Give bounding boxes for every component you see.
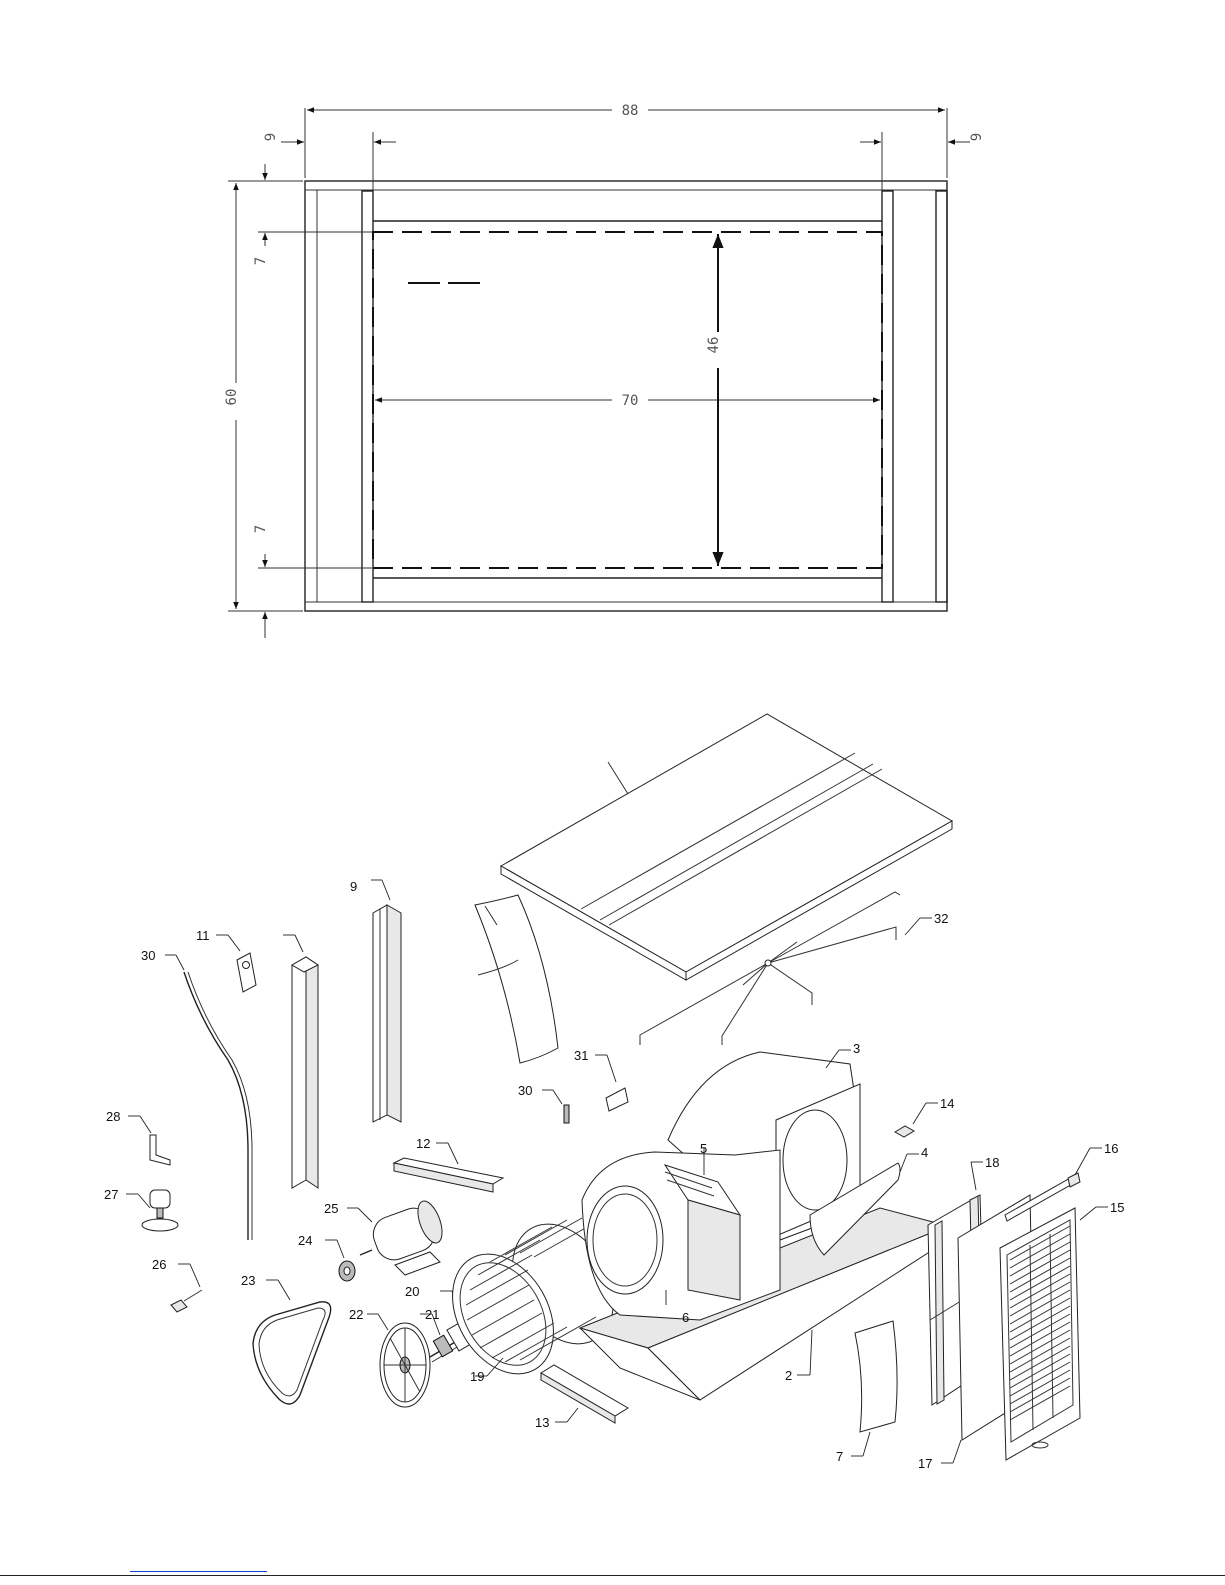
dim-overall-height: 60	[224, 389, 240, 406]
wet-pad-7	[855, 1321, 897, 1432]
blower-housing-front	[582, 1148, 780, 1320]
callout-31: 31	[574, 1048, 588, 1063]
callout-17: 17	[918, 1456, 932, 1471]
motor-pulley-24	[325, 1240, 355, 1281]
callout-30-cord: 30	[141, 948, 155, 963]
callout-32: 32	[934, 911, 948, 926]
post-left	[362, 191, 373, 602]
power-cord-30	[184, 972, 248, 1240]
callout-27: 27	[104, 1187, 118, 1202]
callout-25: 25	[324, 1201, 338, 1216]
motor-25	[347, 1198, 447, 1275]
rail-16	[1005, 1148, 1102, 1221]
plan-view: 88 9 9 60 7 7 70 46	[224, 103, 985, 638]
plate-14	[895, 1126, 914, 1137]
corner-post	[283, 935, 318, 1188]
channel-post-9	[371, 880, 401, 1122]
bracket-bar-12	[394, 1143, 503, 1192]
callout-12: 12	[416, 1136, 430, 1151]
callout-5: 5	[700, 1141, 707, 1156]
callout-14: 14	[940, 1096, 954, 1111]
curved-duct-panel	[475, 895, 558, 1063]
callout-4: 4	[921, 1145, 928, 1160]
dim-overall-width: 88	[622, 103, 639, 119]
dim-top-margin: 7	[253, 257, 269, 265]
callout-24: 24	[298, 1233, 312, 1248]
callout-15: 15	[1110, 1200, 1124, 1215]
callout-22: 22	[349, 1307, 363, 1322]
callout-16: 16	[1104, 1141, 1118, 1156]
louver-grille-15	[1000, 1207, 1108, 1460]
footer-rule	[0, 1575, 1225, 1576]
footer-link-underline[interactable]	[130, 1571, 267, 1572]
callout-26: 26	[152, 1257, 166, 1272]
post-middle-right	[882, 191, 893, 602]
top-cover-panel	[501, 714, 952, 980]
callout-2: 2	[785, 1368, 792, 1383]
callout-7: 7	[836, 1449, 843, 1464]
dim-inner-height: 46	[706, 337, 722, 354]
plate-31	[606, 1088, 628, 1111]
dim-left-offset: 9	[263, 133, 279, 141]
drive-belt-23	[253, 1280, 331, 1404]
callout-28: 28	[106, 1109, 120, 1124]
callout-30-connector: 30	[518, 1083, 532, 1098]
angle-bar-13	[541, 1365, 628, 1423]
callout-9: 9	[350, 879, 357, 894]
exploded-view: 2 3 4 5 6 7 9 11 12 13 14 15 16 17 18 19…	[104, 714, 1124, 1471]
callout-21: 21	[425, 1307, 439, 1322]
bracket-11	[216, 935, 256, 992]
connector-30	[542, 1090, 569, 1123]
callout-23: 23	[241, 1273, 255, 1288]
dim-bottom-margin: 7	[253, 525, 269, 533]
dim-right-offset: 9	[969, 133, 985, 141]
callout-3: 3	[853, 1041, 860, 1056]
callout-13: 13	[535, 1415, 549, 1430]
clip-26	[171, 1264, 202, 1312]
callout-19: 19	[470, 1369, 484, 1384]
callout-18: 18	[985, 1155, 999, 1170]
bracket-28	[128, 1116, 170, 1165]
float-valve-27	[126, 1190, 178, 1231]
callout-6: 6	[682, 1310, 689, 1325]
fan-pulley-22	[367, 1314, 430, 1407]
callout-20: 20	[405, 1284, 419, 1299]
callout-11: 11	[196, 928, 210, 943]
post-far-right	[936, 191, 947, 602]
dim-inner-width: 70	[622, 393, 639, 409]
